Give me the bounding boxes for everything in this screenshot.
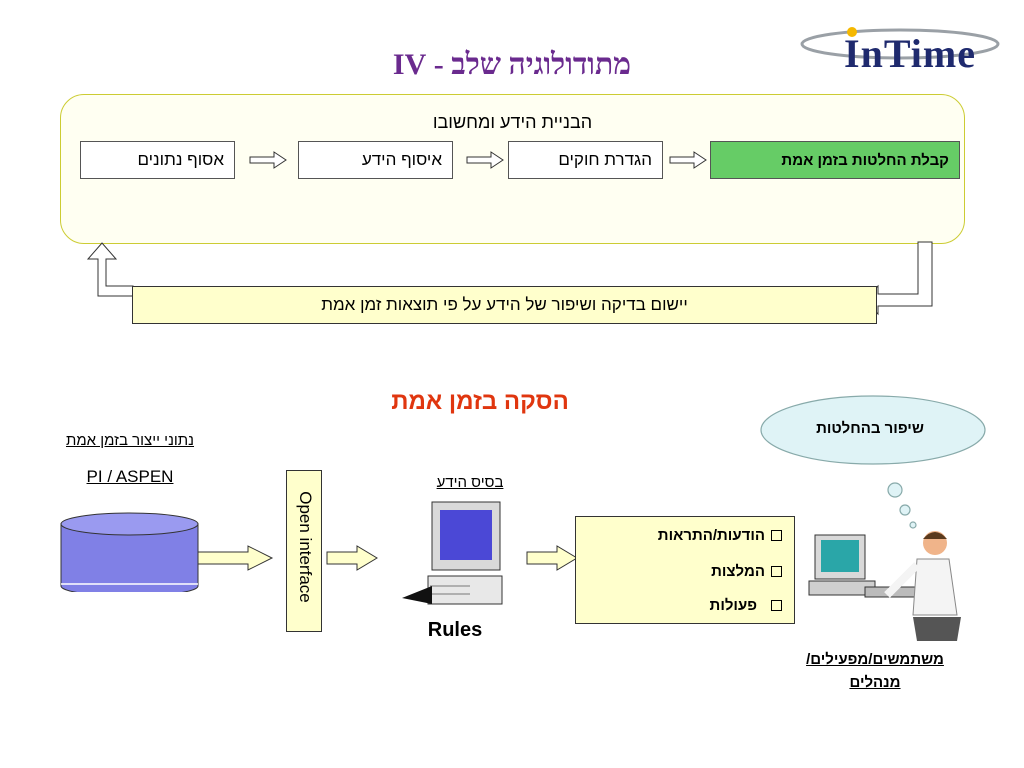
arrow-right-icon <box>669 151 707 169</box>
step-define-rules: הגדרת חוקים <box>508 141 663 179</box>
db-arrow-icon <box>197 545 274 571</box>
checkbox-icon <box>771 566 782 577</box>
realtime-inference-title: הסקה בזמן אמת <box>391 388 569 415</box>
interface-arrow-icon <box>326 545 378 571</box>
step-collect-data: אסוף נתונים <box>80 141 235 179</box>
step-collect-knowledge: איסוף הידע <box>298 141 453 179</box>
user-at-computer-icon <box>808 531 961 641</box>
feedback-box: יישום בדיקה ושיפור של הידע על פי תוצאות … <box>132 286 877 324</box>
db-system-label: PI / ASPEN <box>86 467 174 486</box>
output-item: הודעות/התראות <box>658 527 782 544</box>
logo: InTime <box>800 22 1000 82</box>
cloud-label: שיפור בהחלטות <box>816 420 924 437</box>
knowledge-panel-header: הבניית הידע ומחשובו <box>432 112 593 132</box>
output-item: המלצות <box>711 563 782 580</box>
logo-text: InTime <box>844 31 976 76</box>
step-label: הגדרת חוקים <box>558 150 652 169</box>
feedback-out-arrow-icon <box>86 242 134 297</box>
users-label-line1: משתמשים/מפעילים/ <box>806 651 944 668</box>
open-interface-box: Open interface <box>286 470 322 632</box>
knowledge-base-label: בסיס הידע <box>436 474 504 491</box>
computer-icon <box>402 501 503 605</box>
arrow-right-icon <box>466 151 504 169</box>
feedback-label: יישום בדיקה ושיפור של הידע על פי תוצאות … <box>321 295 688 314</box>
step-label: איסוף הידע <box>361 150 442 169</box>
outputs-box: הודעות/התראות המלצות פעולות <box>575 516 795 624</box>
step-label: אסוף נתונים <box>137 150 224 169</box>
open-interface-label: Open interface <box>296 491 315 603</box>
checkbox-icon <box>771 600 782 611</box>
thought-cloud-icon <box>760 395 986 529</box>
slide-title: מתודולוגיה שלב - IV <box>392 48 632 81</box>
database-cylinder-icon <box>60 512 199 592</box>
logo-swoosh-icon <box>800 27 1000 60</box>
step-label: קבלת החלטות בזמן אמת <box>781 151 949 169</box>
rules-label: Rules <box>427 619 483 641</box>
arrow-right-icon <box>249 151 287 169</box>
checkbox-icon <box>771 530 782 541</box>
output-item: פעולות <box>710 597 782 614</box>
kb-arrow-icon <box>526 545 578 571</box>
users-label-line2: מנהלים <box>849 674 901 691</box>
step-realtime-decisions: קבלת החלטות בזמן אמת <box>710 141 960 179</box>
db-label: נתוני ייצור בזמן אמת <box>65 432 195 449</box>
